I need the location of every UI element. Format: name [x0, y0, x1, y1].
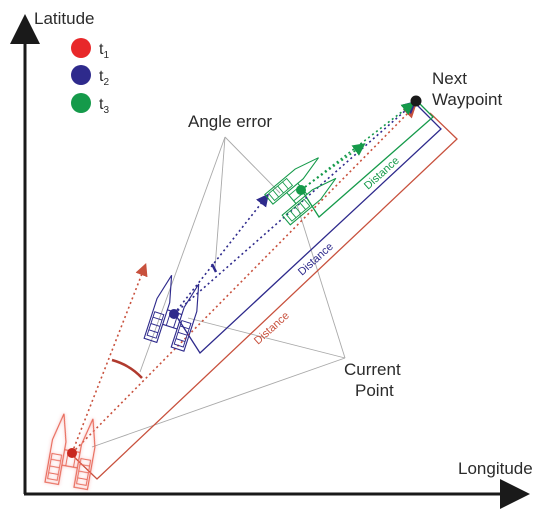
distance-label-red: Distance: [252, 310, 292, 348]
legend-t1-swatch: [71, 38, 91, 58]
x-axis-label: Longitude: [458, 459, 533, 478]
next-waypoint-label-line1: Next: [432, 69, 467, 88]
next-waypoint-marker: [410, 95, 422, 107]
boat-t3-position: [296, 185, 306, 195]
y-axis-label: Latitude: [34, 9, 95, 28]
boat-t1-position: [67, 448, 77, 458]
red-distance-box: [69, 112, 458, 480]
angle-error-arc-blue: [210, 263, 218, 273]
legend-t3-swatch: [71, 93, 91, 113]
trajectory-lines: [71, 100, 417, 454]
legend-t3-label: t3: [99, 96, 109, 116]
legend: t1 t2 t3: [71, 38, 109, 116]
angle-error-arc-red: [111, 358, 143, 379]
angle-error-label: Angle error: [188, 112, 272, 131]
next-waypoint-label-line2: Waypoint: [432, 90, 503, 109]
boat-t2-position: [169, 309, 179, 319]
current-point-label-line1: Current: [344, 360, 401, 379]
legend-t2-swatch: [71, 65, 91, 85]
current-point-label-line2: Point: [355, 381, 394, 400]
leader-lines: [91, 136, 346, 448]
blue-distance-box: [174, 102, 442, 355]
green-distance-box: [302, 99, 434, 218]
legend-t2-label: t2: [99, 68, 109, 88]
legend-t1-label: t1: [99, 41, 109, 61]
